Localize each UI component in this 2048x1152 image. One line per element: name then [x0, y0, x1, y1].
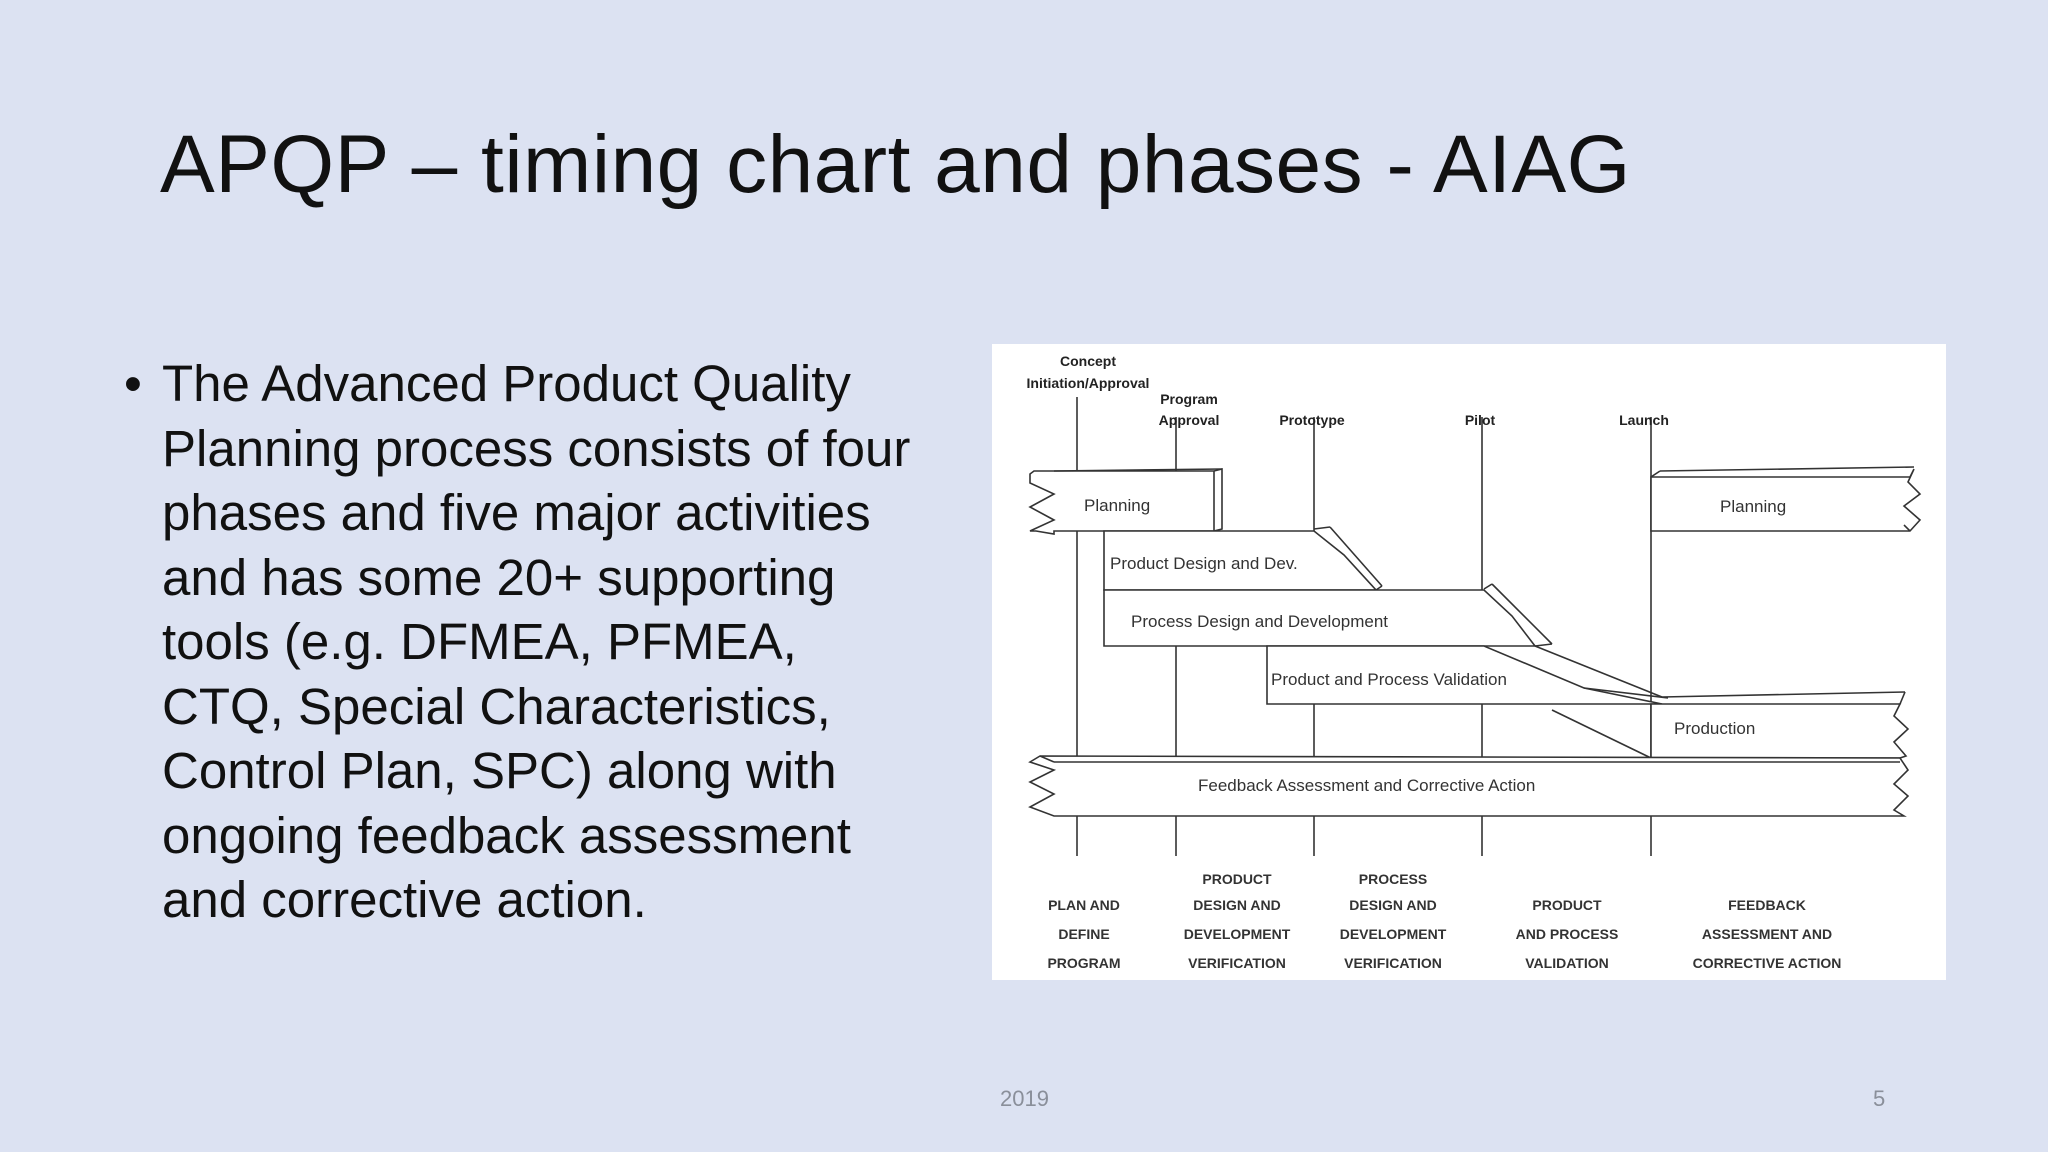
phase-label-plan-define: PLAN AND DEFINE PROGRAM [1047, 897, 1120, 971]
bullet-list: • The Advanced Product Quality Planning … [118, 352, 918, 933]
process-design-bar [1103, 583, 1553, 647]
phase3-line2: DESIGN AND [1349, 897, 1436, 913]
phase3-line1: PROCESS [1359, 871, 1427, 887]
concept-label-line2: Initiation/Approval [1027, 375, 1150, 391]
phase5-line1: FEEDBACK [1728, 897, 1806, 913]
phase1-line1: PLAN AND [1048, 897, 1120, 913]
planning-left-label: Planning [1084, 496, 1150, 515]
phase1-line3: PROGRAM [1047, 955, 1120, 971]
validation-label: Product and Process Validation [1271, 670, 1507, 689]
page-number: 5 [1873, 1086, 1886, 1111]
phase1-line2: DEFINE [1058, 926, 1109, 942]
planning-right-label: Planning [1720, 497, 1786, 516]
phase4-line1: PRODUCT [1532, 897, 1602, 913]
validation-bar [1266, 645, 1669, 705]
apqp-diagram-svg: Concept Initiation/Approval Program Appr… [1027, 353, 1922, 971]
product-design-bar [1103, 526, 1383, 591]
product-design-label: Product Design and Dev. [1110, 554, 1298, 573]
phase2-line4: VERIFICATION [1188, 955, 1286, 971]
apqp-timing-diagram: Concept Initiation/Approval Program Appr… [992, 344, 1946, 980]
bullet-marker: • [124, 355, 142, 412]
phase5-line3: CORRECTIVE ACTION [1693, 955, 1842, 971]
process-design-label: Process Design and Development [1131, 612, 1388, 631]
feedback-label: Feedback Assessment and Corrective Actio… [1198, 776, 1535, 795]
program-label-line2: Approval [1159, 412, 1220, 428]
planning-left-bar [1028, 467, 1223, 535]
phase-label-process-design: PROCESS DESIGN AND DEVELOPMENT VERIFICAT… [1340, 871, 1447, 971]
phase5-line2: ASSESSMENT AND [1702, 926, 1832, 942]
production-label: Production [1674, 719, 1755, 738]
planning-right-bar [1650, 466, 1922, 532]
launch-label: Launch [1619, 412, 1669, 428]
prototype-label: Prototype [1279, 412, 1345, 428]
phase4-line2: AND PROCESS [1516, 926, 1619, 942]
slide-title: APQP – timing chart and phases - AIAG [160, 119, 1631, 210]
phase-label-product-design: PRODUCT DESIGN AND DEVELOPMENT VERIFICAT… [1184, 871, 1291, 971]
phase3-line3: DEVELOPMENT [1340, 926, 1447, 942]
bullet-text: The Advanced Product Quality Planning pr… [162, 355, 911, 928]
phase2-line3: DEVELOPMENT [1184, 926, 1291, 942]
feedback-bar [1028, 755, 1910, 817]
production-bar [1551, 691, 1910, 759]
phase3-line4: VERIFICATION [1344, 955, 1442, 971]
phase-label-validation: PRODUCT AND PROCESS VALIDATION [1516, 897, 1619, 971]
footer-year: 2019 [1000, 1086, 1049, 1111]
phase2-line1: PRODUCT [1202, 871, 1272, 887]
phase4-line3: VALIDATION [1525, 955, 1608, 971]
phase2-line2: DESIGN AND [1193, 897, 1280, 913]
phase-label-feedback: FEEDBACK ASSESSMENT AND CORRECTIVE ACTIO… [1693, 897, 1842, 971]
program-label-line1: Program [1160, 391, 1218, 407]
concept-label-line1: Concept [1060, 353, 1116, 369]
pilot-label: Pilot [1465, 412, 1496, 428]
